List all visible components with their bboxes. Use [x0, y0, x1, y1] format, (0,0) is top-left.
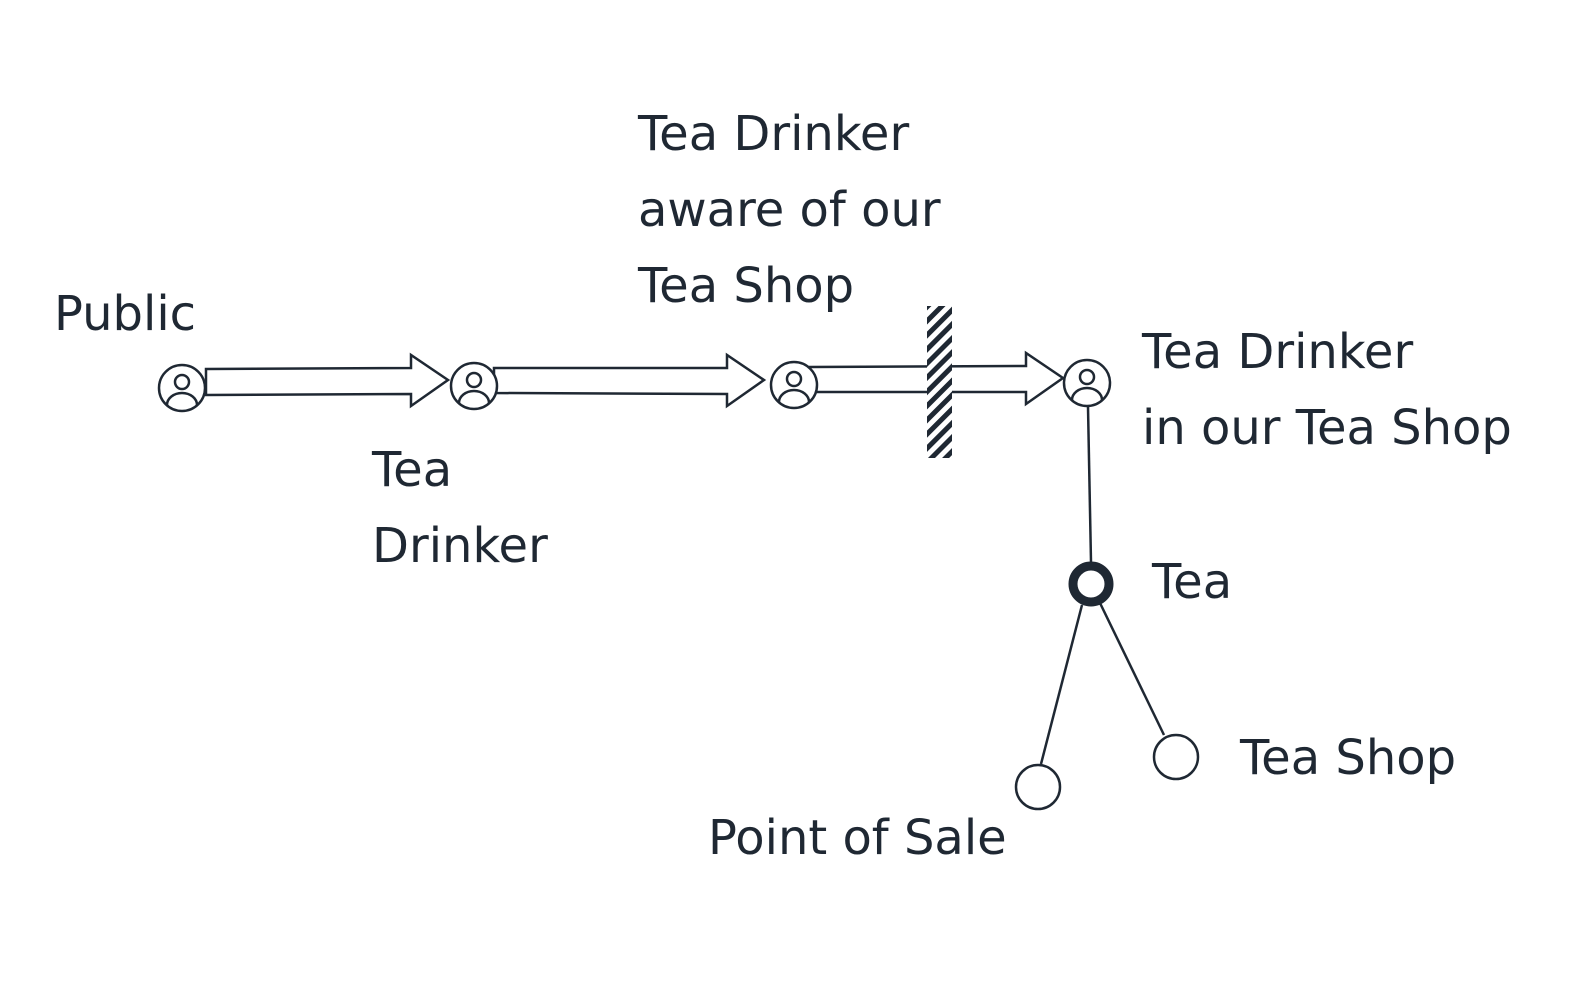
barrier-marker [927, 306, 952, 458]
tea-shop-node [1152, 733, 1200, 781]
user-icon [769, 360, 819, 410]
point-of-sale-node [1014, 763, 1062, 811]
link-tea-to-tea-shop [1098, 602, 1166, 736]
user-icon [449, 361, 499, 411]
label-tea: Tea [1152, 554, 1233, 610]
link-in-shop-to-tea [1086, 406, 1093, 563]
label-tea-drinker: Tea Drinker [372, 442, 548, 574]
tea-node [1068, 561, 1114, 607]
label-public: Public [54, 286, 197, 342]
flow-arrow-tea-drinker-to-aware [492, 352, 767, 409]
label-tea-shop: Tea Shop [1240, 730, 1457, 786]
link-tea-to-point-of-sale [1039, 604, 1084, 765]
label-tea-drinker-in-shop: Tea Drinker in our Tea Shop [1142, 324, 1512, 456]
label-point-of-sale: Point of Sale [708, 810, 1007, 866]
label-tea-drinker-aware: Tea Drinker aware of our Tea Shop [638, 106, 941, 314]
user-icon [1062, 358, 1112, 408]
flow-arrow-public-to-tea-drinker [204, 352, 451, 409]
user-icon [157, 363, 207, 413]
